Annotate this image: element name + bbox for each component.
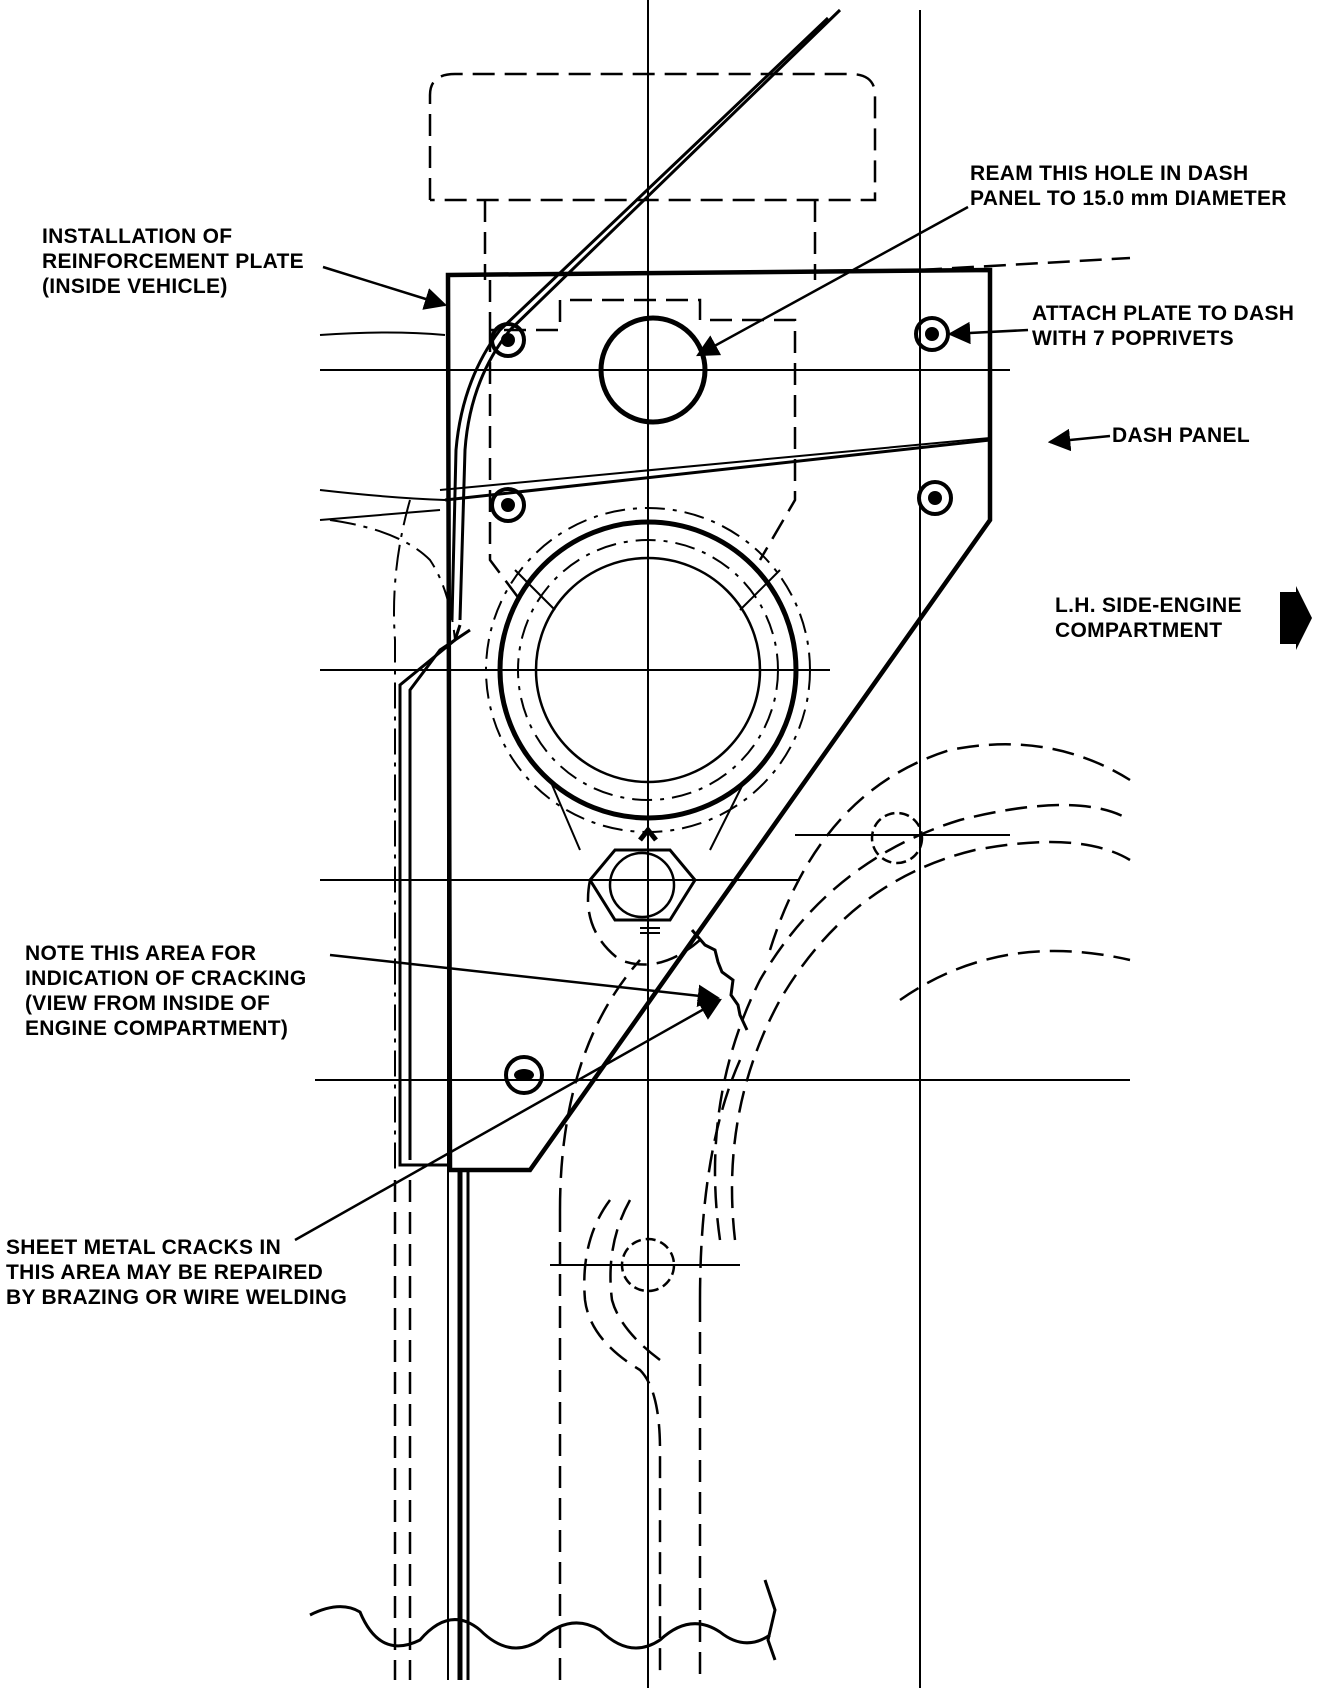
reinforcement-plate-label: INSTALLATION OF REINFORCEMENT PLATE (INS… — [42, 225, 310, 298]
leader-lines — [294, 205, 1111, 1242]
ream-hole-label: REAM THIS HOLE IN DASH PANEL TO 15.0 mm … — [970, 162, 1287, 210]
attach-plate-label: ATTACH PLATE TO DASH WITH 7 POPRIVETS — [1032, 302, 1300, 350]
dash-panel-label: DASH PANEL — [1112, 424, 1250, 447]
cracking-note-label: NOTE THIS AREA FOR INDICATION OF CRACKIN… — [25, 942, 313, 1040]
hex-nut — [586, 825, 701, 966]
side-engine-label: L.H. SIDE-ENGINE COMPARTMENT — [1055, 594, 1248, 642]
crack-line — [690, 929, 749, 1031]
poprivet — [490, 487, 526, 523]
ream-hole — [598, 315, 708, 425]
poprivet — [504, 1055, 544, 1095]
cable-lines — [450, 8, 842, 621]
poprivets — [490, 316, 953, 1095]
hidden-outline-group — [329, 72, 1131, 1680]
poprivet — [490, 322, 526, 358]
break-line — [309, 1579, 777, 1661]
center-lines — [315, 0, 1130, 1688]
right-arrow-icon — [1280, 586, 1312, 650]
poprivet — [917, 480, 953, 516]
center-hole — [485, 507, 811, 851]
reinforcement-plate — [445, 267, 993, 1173]
dashed-holes — [620, 811, 924, 1293]
repair-note-label: SHEET METAL CRACKS IN THIS AREA MAY BE R… — [6, 1236, 347, 1309]
